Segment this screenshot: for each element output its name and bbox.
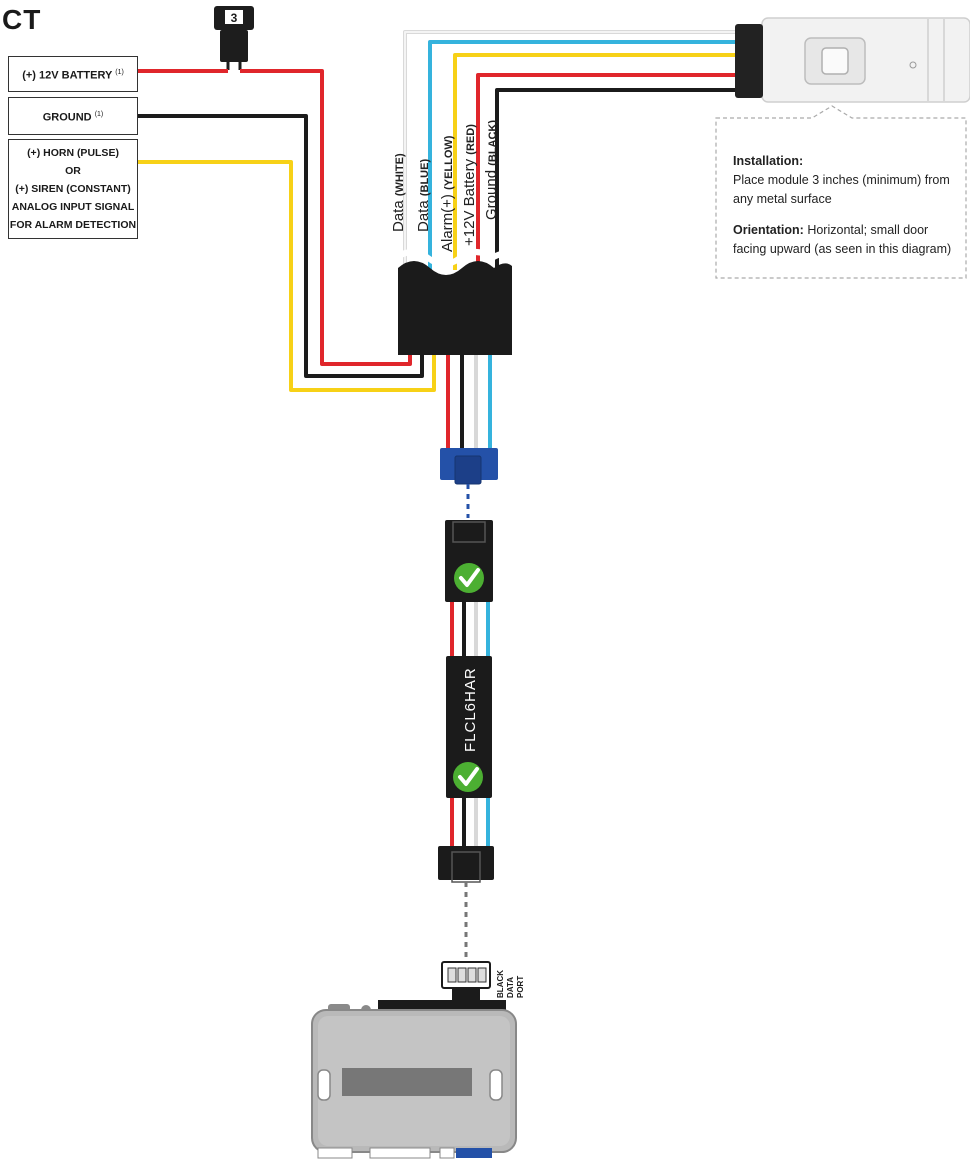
label-alarm-yellow: Alarm(+) (YELLOW) — [439, 135, 456, 252]
label-data-white: Data (WHITE) — [390, 153, 407, 232]
or-line: OR — [65, 165, 81, 177]
harness-wires-bottom — [450, 798, 490, 848]
installation-heading: Installation: — [733, 154, 804, 168]
harness-connector-bottom — [438, 846, 494, 883]
label-data-blue: Data (BLUE) — [415, 159, 432, 232]
data-port-connector — [441, 961, 491, 1000]
lower-wires — [446, 355, 492, 452]
installation-callout — [715, 105, 967, 279]
harness-body: FLCL6HAR — [446, 656, 492, 798]
ground-box: GROUND (1) — [8, 97, 138, 135]
port-label-port: PORT — [516, 976, 525, 998]
horn-line: (+) HORN (PULSE) — [27, 147, 119, 159]
port-label-data: DATA — [506, 977, 515, 998]
horn-siren-box: (+) HORN (PULSE) OR (+) SIREN (CONSTANT)… — [8, 139, 138, 239]
harness-label: FLCL6HAR — [462, 667, 479, 752]
label-ground-black: Ground (BLACK) — [483, 120, 500, 220]
diagram-title: CT — [2, 4, 42, 35]
check-icon — [454, 563, 484, 593]
alarm-detection-line: FOR ALARM DETECTION — [9, 219, 137, 231]
analog-line: ANALOG INPUT SIGNAL — [11, 201, 135, 213]
siren-line: (+) SIREN (CONSTANT) — [15, 183, 131, 195]
check-icon — [453, 762, 483, 792]
battery-label: (+) 12V BATTERY — [22, 69, 113, 82]
installation-text: Place module 3 inches (minimum) from any… — [733, 173, 950, 206]
fuse-label: 3 — [231, 11, 238, 25]
installation-note: Installation: Place module 3 inches (mini… — [716, 118, 966, 278]
port-label-black: BLACK — [496, 970, 505, 998]
fuse-holder: 3 — [214, 6, 254, 70]
module-wires — [403, 30, 735, 270]
input-wires — [138, 69, 436, 392]
battery-footnote: (1) — [115, 68, 124, 76]
remote-start-unit — [311, 1000, 517, 1159]
battery-box: (+) 12V BATTERY (1) — [8, 56, 138, 92]
ground-label: GROUND — [42, 111, 92, 124]
ground-footnote: (1) — [94, 110, 104, 118]
module-unit — [735, 17, 970, 103]
label-battery-red: +12V Battery (RED) — [461, 124, 478, 246]
harness-wires-top — [450, 602, 490, 658]
blue-connector — [440, 448, 498, 485]
orientation-text: Horizontal; small door facing upward (as… — [733, 223, 952, 256]
orientation-heading: Orientation: — [733, 223, 804, 237]
central-wire-block — [394, 249, 516, 355]
